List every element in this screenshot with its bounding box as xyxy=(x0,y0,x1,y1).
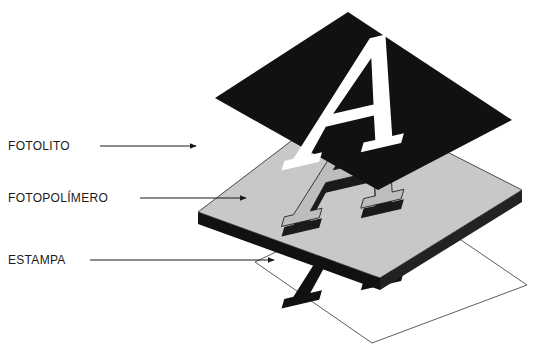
leader-arrow xyxy=(100,146,196,147)
film-letter xyxy=(282,23,437,171)
photolith-film xyxy=(215,12,512,190)
layer-label: FOTOPOLÍMERO xyxy=(8,191,108,205)
layer-label: FOTOLITO xyxy=(8,139,70,153)
layer-label: ESTAMPA xyxy=(8,253,66,267)
leader-arrow xyxy=(90,260,274,261)
leader-arrow xyxy=(140,198,246,199)
